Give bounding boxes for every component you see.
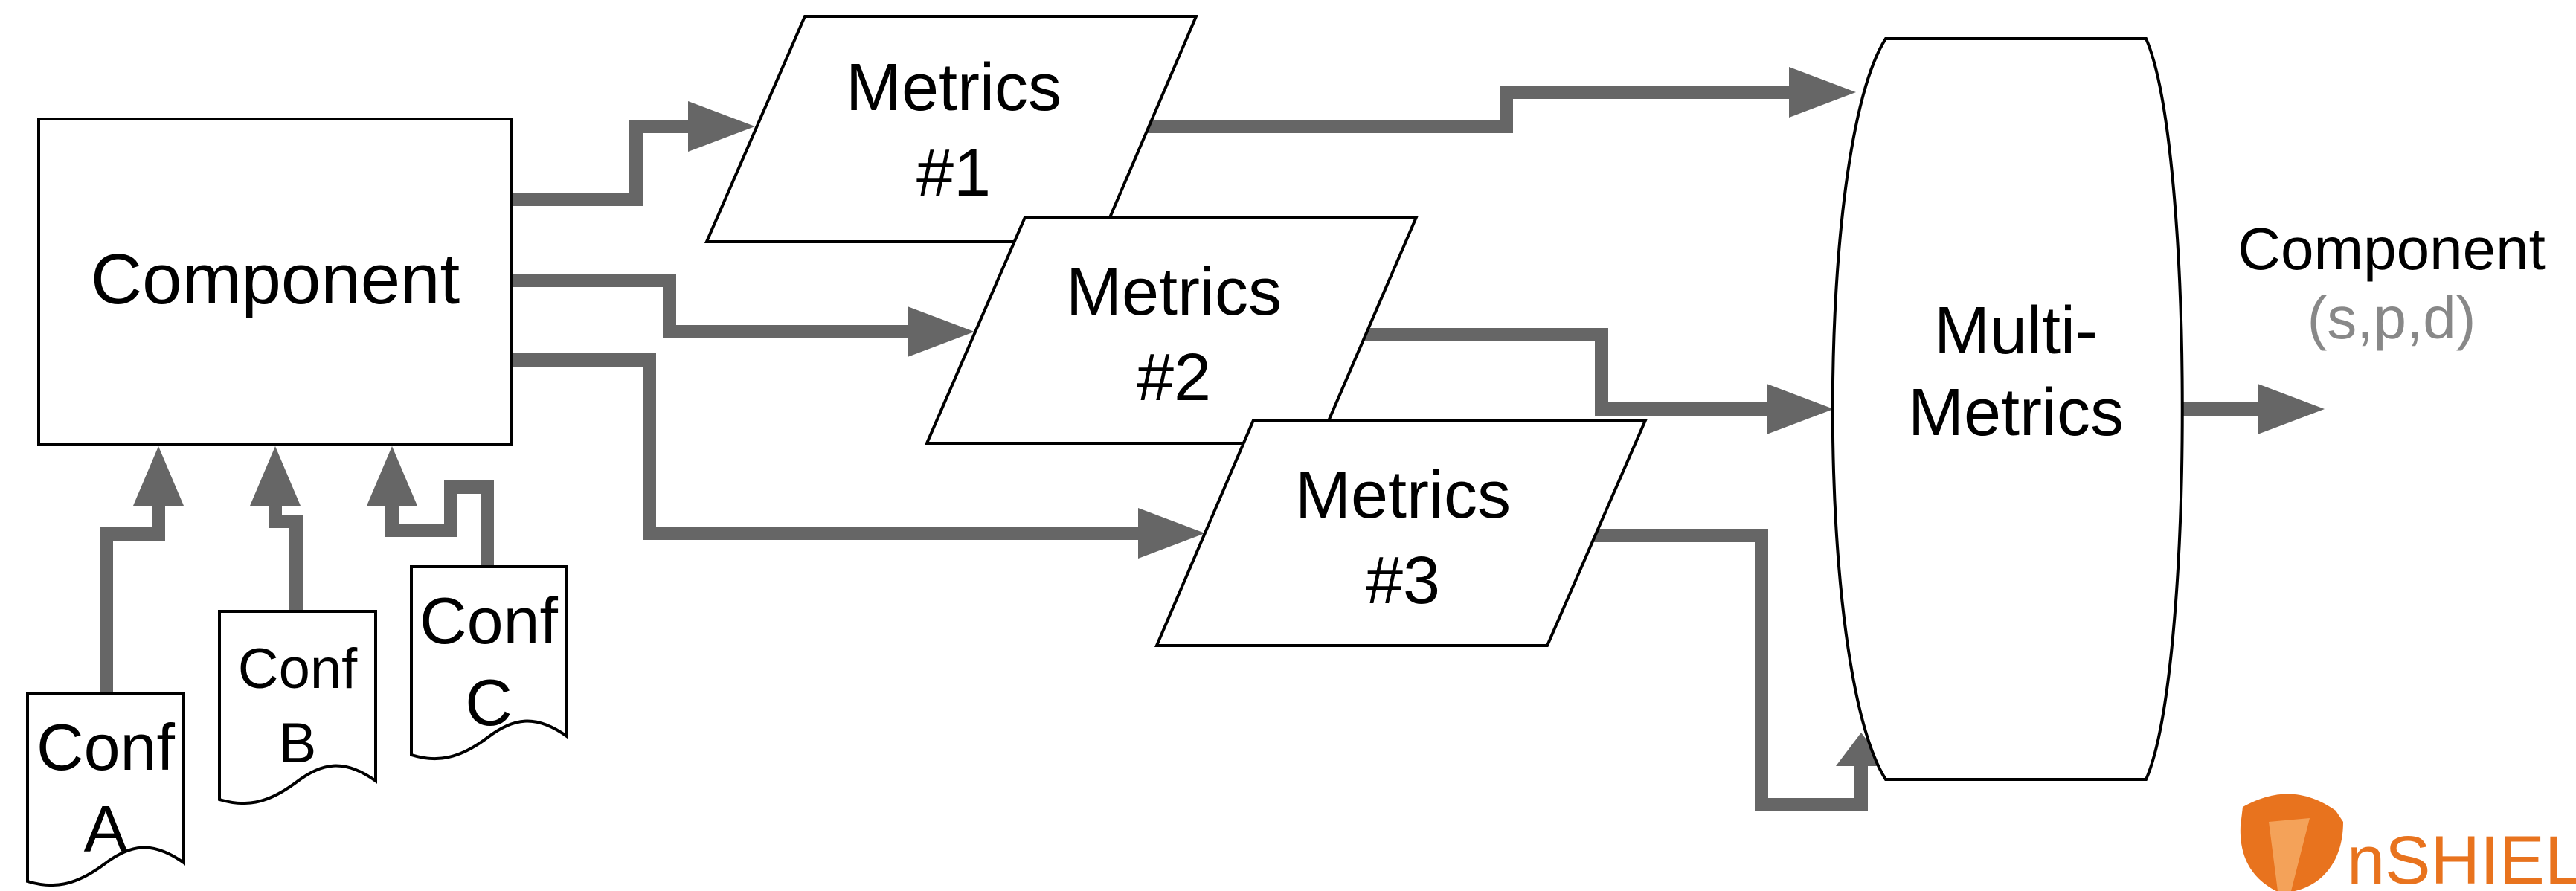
conf-b-label-line1: Conf <box>238 637 358 701</box>
arrow-component-to-metrics2 <box>506 274 908 338</box>
conf-a-label-line1: Conf <box>36 710 175 784</box>
arrow-component-to-metrics1 <box>506 120 688 206</box>
shield-icon <box>2240 794 2343 891</box>
conf-c-node: Conf C <box>410 565 568 761</box>
metrics1-label-line2: #1 <box>916 136 991 210</box>
arrow-head-confa <box>133 446 184 506</box>
arrow-component-to-metrics3 <box>506 353 1138 540</box>
component-label: Component <box>91 239 460 319</box>
output-subtitle: (s,p,d) <box>2307 285 2476 351</box>
arrow-head-metrics1 <box>688 101 755 152</box>
conf-c-label-line2: C <box>465 666 513 739</box>
arrow-head-multi-top <box>1789 67 1856 118</box>
conf-a-label-line2: A <box>84 792 128 866</box>
arrow-confc-to-component <box>385 480 494 567</box>
metrics3-label-line2: #3 <box>1366 544 1440 618</box>
flow-arrows <box>100 67 2325 811</box>
metrics2-label-line2: #2 <box>1137 341 1211 415</box>
output-title: Component <box>2238 216 2546 282</box>
arrow-head-confc <box>367 446 417 506</box>
metrics1-label-line1: Metrics <box>846 51 1061 125</box>
logo-text: nSHIEL <box>2347 823 2576 891</box>
component-node: Component <box>37 118 513 446</box>
nshield-logo: nSHIEL <box>2240 794 2576 891</box>
multi-metrics-label-line2: Metrics <box>1908 376 2124 450</box>
conf-b-node: Conf B <box>218 610 377 805</box>
arrow-metrics2-to-multi <box>1363 328 1767 416</box>
arrow-head-metrics3 <box>1138 508 1205 559</box>
multi-metrics-node: Multi- Metrics <box>1831 37 2184 781</box>
metrics2-node: Metrics #2 <box>924 216 1419 445</box>
arrow-metrics3-to-multi <box>1592 529 1868 811</box>
arrow-head-output <box>2258 384 2325 434</box>
conf-c-label-line1: Conf <box>420 584 558 657</box>
metrics3-label-line1: Metrics <box>1295 458 1511 533</box>
arrow-head-confb <box>250 446 301 506</box>
output-label: Component (s,p,d) <box>2238 216 2546 351</box>
arrow-head-metrics2 <box>908 306 974 357</box>
conf-b-label-line2: B <box>279 712 317 775</box>
arrow-head-multi-middle <box>1767 384 1834 434</box>
metrics2-label-line1: Metrics <box>1066 255 1282 329</box>
multi-metrics-label-line1: Multi- <box>1934 294 2098 368</box>
metrics1-node: Metrics #1 <box>704 15 1199 243</box>
metrics3-node: Metrics #3 <box>1154 419 1648 647</box>
conf-a-node: Conf A <box>26 692 185 887</box>
arrow-confb-to-component <box>269 506 303 614</box>
arrow-metrics1-to-multi <box>1142 86 1789 133</box>
arrow-confa-to-component <box>100 506 165 692</box>
